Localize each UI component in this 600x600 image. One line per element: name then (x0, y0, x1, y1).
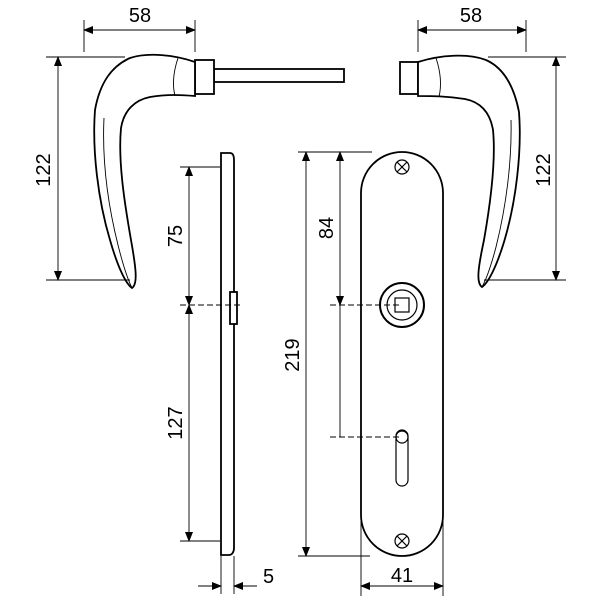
plate-width-label: 41 (391, 565, 413, 587)
plate-profile-boss (229, 291, 238, 325)
plate-thickness-label: 5 (263, 566, 274, 588)
upper-hole-distance-label: 75 (165, 225, 187, 247)
dim-spindle-to-keyhole: 84 (298, 151, 402, 438)
dim-left-handle-height: 122 (33, 56, 130, 281)
dim-right-handle-height: 122 (484, 56, 566, 281)
dim-plate-thickness: 5 (198, 556, 274, 594)
right-handle-width-label: 58 (460, 5, 482, 27)
dim-left-handle-width: 58 (83, 5, 196, 52)
dim-right-handle-width: 58 (417, 5, 527, 52)
right-lever-edge (481, 119, 512, 288)
left-spindle (213, 68, 345, 83)
dim-plate-width: 41 (360, 520, 444, 596)
right-handle-height-label: 122 (533, 153, 555, 186)
left-handle-width-label: 58 (129, 5, 151, 27)
left-lever-handle (93, 53, 345, 290)
plate-profile-outline (220, 152, 235, 556)
left-rose (194, 59, 215, 95)
top-screw-icon (394, 159, 410, 175)
left-handle-height-label: 122 (33, 153, 55, 186)
dim-plate-height: 219 (282, 151, 370, 557)
left-lever-edge (103, 117, 133, 289)
right-rose (399, 61, 419, 95)
dim-lower-hole-distance: 127 (165, 304, 220, 542)
left-lever-body (93, 53, 196, 290)
right-lever-neck (435, 57, 441, 98)
spindle-to-keyhole-label: 84 (316, 217, 338, 239)
plate-side-profile (220, 152, 238, 556)
plate-height-label: 219 (282, 338, 304, 371)
left-lever-neck (173, 57, 179, 97)
plate-front-view (360, 151, 444, 557)
right-lever-handle (399, 54, 521, 289)
plate-outline (360, 151, 444, 557)
bottom-screw-icon (394, 533, 410, 549)
lower-hole-distance-label: 127 (165, 406, 187, 439)
